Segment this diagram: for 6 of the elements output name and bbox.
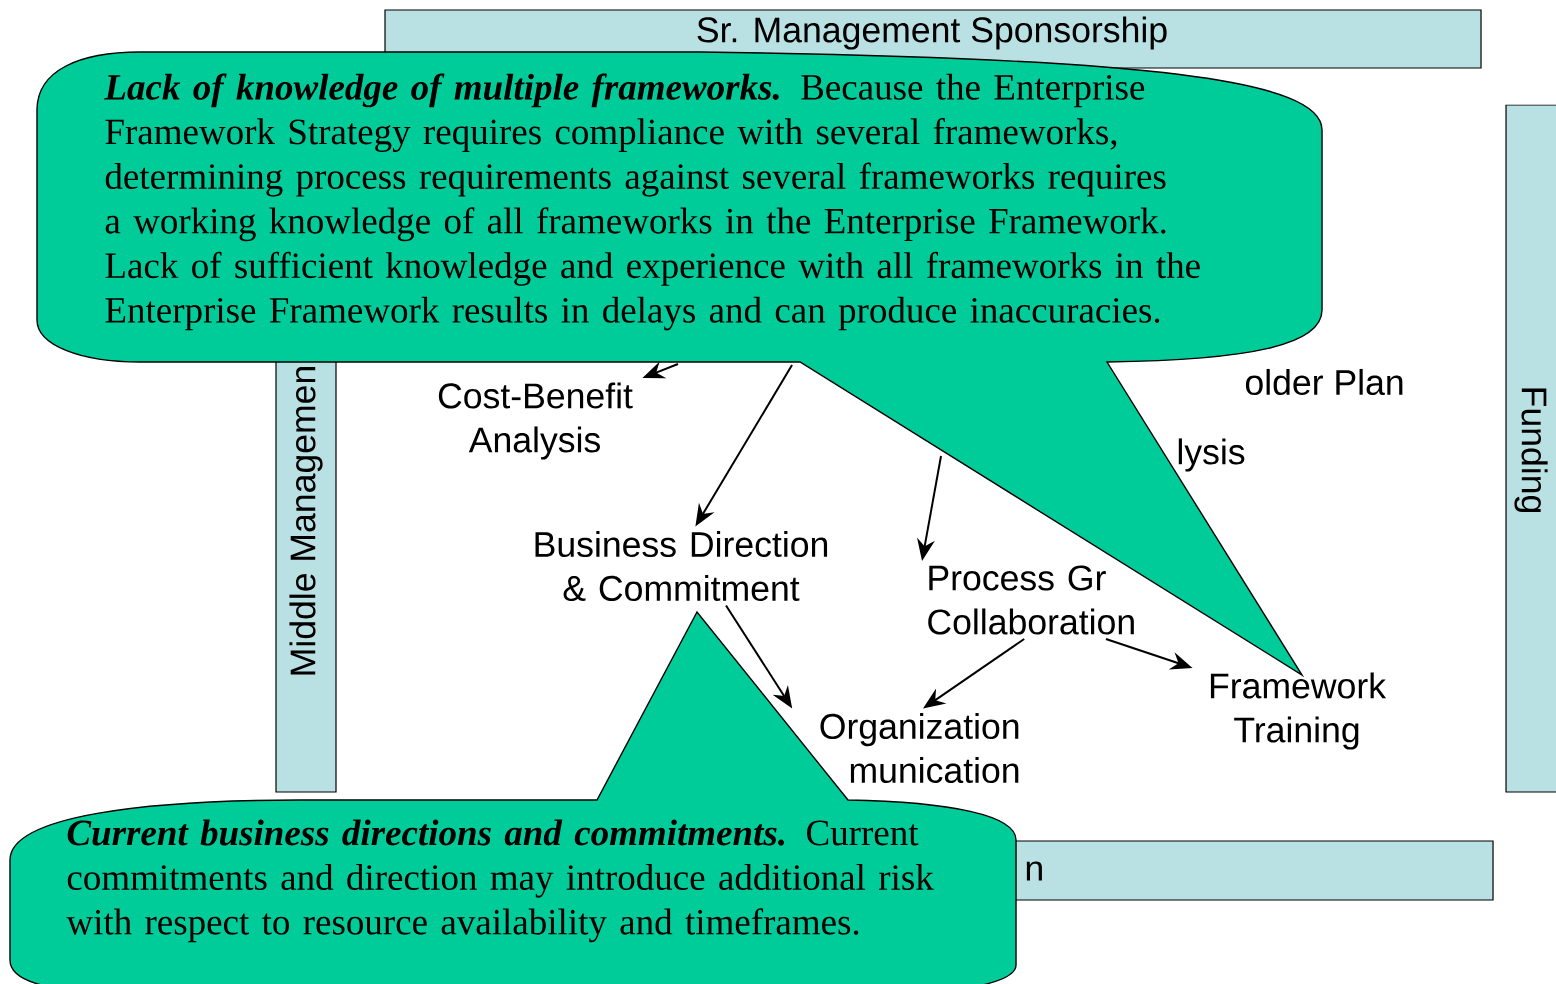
band-box: n bbox=[999, 840, 1494, 901]
step-label: Organization munication bbox=[820, 712, 1019, 784]
band-box: Funding bbox=[1505, 104, 1556, 793]
step-label: lysis bbox=[1178, 438, 1245, 472]
step-label: Business Direction & Commitment bbox=[535, 530, 828, 602]
step-label: Cost-Benefit Analysis bbox=[438, 382, 633, 460]
